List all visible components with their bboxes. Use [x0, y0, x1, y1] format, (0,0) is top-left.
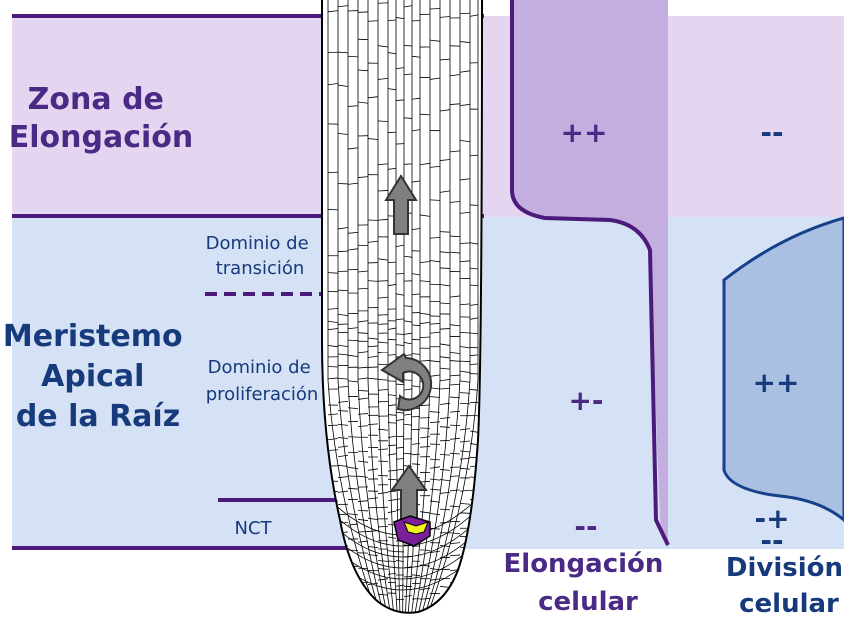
svg-text:Dominio de proliferación: Dominio de proliferación: [206, 357, 319, 405]
cell-division-profile: [722, 216, 844, 522]
proliferation-domain-label-line1: Dominio de: [208, 357, 311, 378]
svg-text:Zona de Elongación: Zona de Elongación: [9, 82, 194, 155]
elongation-zone-label-line1: Zona de: [28, 82, 164, 117]
meristem-label-line1: Meristemo: [3, 319, 183, 354]
svg-text:División celular: División celular: [726, 553, 844, 617]
proliferation-domain-label-line2: proliferación: [206, 384, 319, 405]
quiescent-center: [393, 515, 431, 547]
elongation-level-meristem: +-: [568, 384, 603, 417]
elongation-column-title-line2: celular: [538, 587, 638, 617]
root-illustration: [321, 0, 483, 614]
proliferation-cycle-icon: [380, 352, 433, 411]
elongation-level-nct: --: [574, 510, 597, 543]
elongation-level-elongation-zone: ++: [561, 116, 608, 149]
division-level-nct-2: --: [760, 524, 783, 557]
root-outline: [321, 0, 483, 614]
elongation-column-title-line1: Elongación: [504, 549, 664, 579]
cell-elongation-profile: [512, 0, 668, 549]
division-level-meristem: ++: [753, 366, 800, 399]
division-column-title-line2: celular: [739, 589, 839, 617]
transition-domain-label-line2: transición: [216, 258, 305, 279]
root-cell-network: [327, 0, 479, 613]
division-level-nct-1: -+: [754, 502, 789, 535]
svg-text:Meristemo Apical de la: Meristemo Apical de la Raíz: [3, 319, 193, 434]
transition-domain-label-line1: Dominio de: [206, 233, 309, 254]
meristem-label-line2: Apical: [41, 359, 144, 394]
nct-label: NCT: [234, 518, 272, 539]
svg-text:Elongación celular: Elongación celular: [504, 549, 673, 617]
svg-text:Dominio de transición: Dominio de transición: [206, 233, 315, 279]
cell-elongation-profile-outline: [510, 0, 670, 546]
elongation-zone-label-line2: Elongación: [9, 120, 194, 155]
division-column-title-line1: División: [726, 553, 843, 583]
meristem-label-line3: de la Raíz: [16, 399, 180, 434]
elongation-arrow-icon: [384, 174, 418, 235]
division-level-elongation-zone: --: [760, 116, 783, 149]
